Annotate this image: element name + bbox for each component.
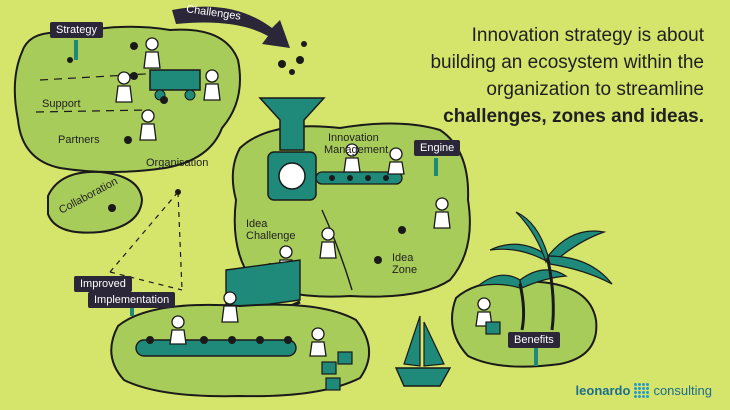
improved-sign: Improved	[74, 276, 132, 292]
headline: Innovation strategy is about building an…	[374, 22, 704, 130]
idea-challenge-label-2: Challenge	[246, 230, 296, 242]
collaboration-island	[47, 170, 144, 234]
leonardo-consulting-logo: leonardo consulting	[576, 383, 712, 398]
engine-sign: Engine	[414, 140, 461, 156]
idea-zone-label-2: Zone	[392, 264, 418, 276]
palm-trees	[475, 211, 613, 289]
headline-line-3: organization to streamline	[486, 79, 704, 100]
management-label: Management	[324, 144, 389, 156]
headline-line-1: Innovation strategy is about	[471, 25, 704, 46]
partners-label: Partners	[58, 134, 100, 146]
logo-word-1: leonardo	[575, 383, 631, 398]
innovation-label: Innovation	[328, 132, 379, 144]
sailboat	[394, 367, 452, 387]
implementation-sign: Implementation	[88, 292, 176, 308]
strategy-sign: Strategy	[50, 22, 103, 38]
support-label: Support	[42, 98, 81, 110]
idea-zone-label-1: Idea	[392, 252, 414, 264]
seesaw-machine	[149, 69, 201, 91]
headline-bold-line: challenges, zones and ideas.	[443, 106, 704, 127]
headline-line-2: building an ecosystem within the	[430, 52, 704, 73]
challenges-arrow	[172, 6, 290, 48]
conveyor-belt	[135, 339, 297, 357]
logo-dot-grid-icon	[634, 383, 650, 398]
logo-word-2: consulting	[653, 383, 712, 398]
funnel	[258, 97, 326, 151]
organisation-label: Organisation	[146, 157, 209, 169]
benefits-sign: Benefits	[508, 332, 560, 348]
idea-challenge-label-1: Idea	[246, 218, 268, 230]
